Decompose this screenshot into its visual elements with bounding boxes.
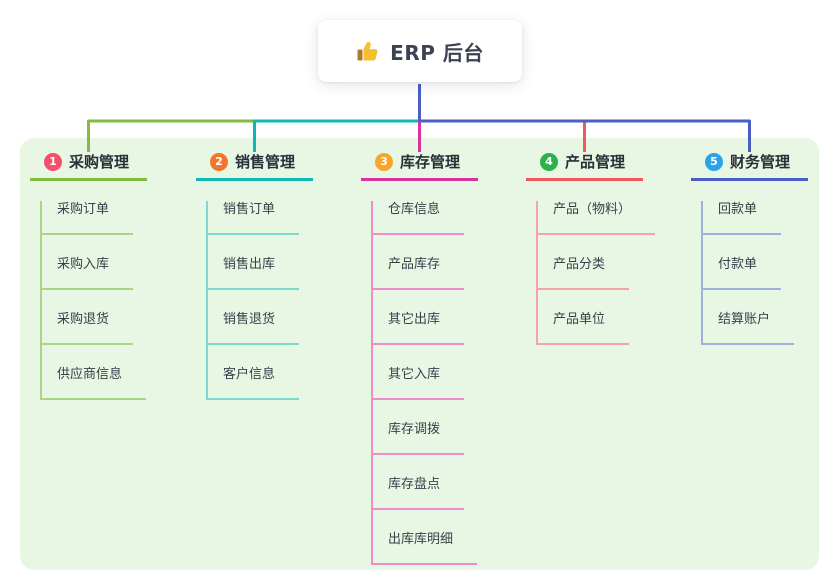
child-node[interactable]: 销售出库 <box>208 256 300 290</box>
child-node[interactable]: 仓库信息 <box>373 201 465 235</box>
root-node-label: ERP 后台 <box>390 40 484 65</box>
child-node[interactable]: 出库库明细 <box>373 531 478 565</box>
child-node[interactable]: 供应商信息 <box>42 366 147 400</box>
branch-label: 财务管理 <box>730 153 791 171</box>
child-node[interactable]: 采购订单 <box>42 201 134 235</box>
child-node[interactable]: 付款单 <box>703 256 782 290</box>
branch-label: 销售管理 <box>235 153 296 171</box>
child-node[interactable]: 销售退货 <box>208 311 300 345</box>
child-node[interactable]: 产品（物料） <box>538 201 656 235</box>
child-node[interactable]: 结算账户 <box>703 311 795 345</box>
child-node[interactable]: 其它入库 <box>373 366 465 400</box>
branch-children: 回款单 付款单 结算账户 <box>701 201 795 345</box>
child-node[interactable]: 产品分类 <box>538 256 630 290</box>
child-node[interactable]: 销售订单 <box>208 201 300 235</box>
thumbs-up-icon <box>357 42 378 61</box>
branch-title[interactable]: 3 库存管理 <box>361 151 478 181</box>
mindmap-panel <box>20 138 819 570</box>
branch-title[interactable]: 4 产品管理 <box>526 151 643 181</box>
child-node[interactable]: 客户信息 <box>208 366 300 400</box>
branch-number-badge: 4 <box>540 152 558 171</box>
branch-purchase-management: 1 采购管理 采购订单 采购入库 采购退货 供应商信息 <box>30 151 147 400</box>
branch-number-badge: 2 <box>210 152 228 171</box>
branch-product-management: 4 产品管理 产品（物料） 产品分类 产品单位 <box>526 151 656 345</box>
branch-number-badge: 5 <box>705 152 723 171</box>
branch-label: 产品管理 <box>565 153 626 171</box>
child-node[interactable]: 库存调拨 <box>373 421 465 455</box>
branch-children: 产品（物料） 产品分类 产品单位 <box>536 201 656 345</box>
child-node[interactable]: 产品库存 <box>373 256 465 290</box>
branch-inventory-management: 3 库存管理 仓库信息 产品库存 其它出库 其它入库 库存调拨 库存盘点 出库库… <box>361 151 478 565</box>
child-node[interactable]: 回款单 <box>703 201 782 235</box>
branch-number-badge: 1 <box>44 152 62 171</box>
child-node[interactable]: 采购退货 <box>42 311 134 345</box>
child-node[interactable]: 其它出库 <box>373 311 465 345</box>
branch-label: 采购管理 <box>69 153 130 171</box>
root-node[interactable]: ERP 后台 <box>318 20 522 82</box>
branch-title[interactable]: 5 财务管理 <box>691 151 808 181</box>
branch-title[interactable]: 1 采购管理 <box>30 151 147 181</box>
branch-children: 仓库信息 产品库存 其它出库 其它入库 库存调拨 库存盘点 出库库明细 <box>371 201 478 565</box>
branch-children: 销售订单 销售出库 销售退货 客户信息 <box>206 201 300 400</box>
branch-number-badge: 3 <box>375 152 393 171</box>
child-node[interactable]: 采购入库 <box>42 256 134 290</box>
child-node[interactable]: 库存盘点 <box>373 476 465 510</box>
child-node[interactable]: 产品单位 <box>538 311 630 345</box>
branch-children: 采购订单 采购入库 采购退货 供应商信息 <box>40 201 147 400</box>
branch-finance-management: 5 财务管理 回款单 付款单 结算账户 <box>691 151 808 345</box>
branch-title[interactable]: 2 销售管理 <box>196 151 313 181</box>
branch-sales-management: 2 销售管理 销售订单 销售出库 销售退货 客户信息 <box>196 151 313 400</box>
branch-label: 库存管理 <box>400 153 461 171</box>
